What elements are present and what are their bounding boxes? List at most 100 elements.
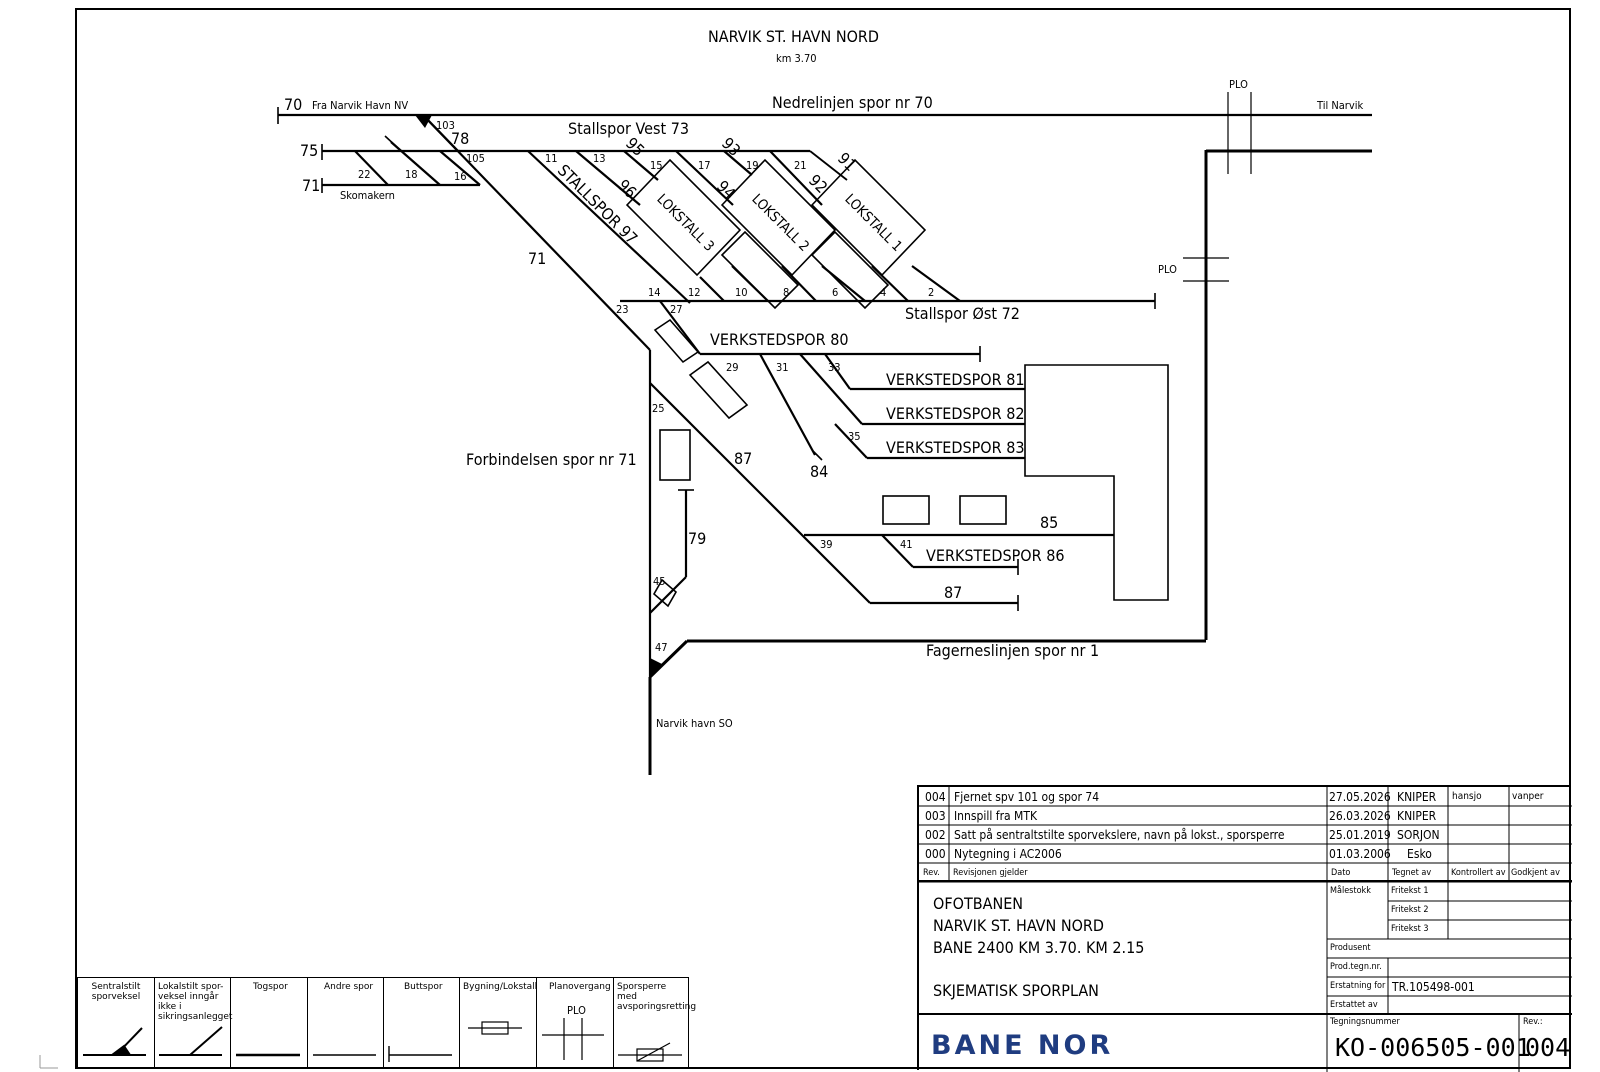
verkstedspor-82-label: VERKSTEDSPOR 82 (886, 404, 1025, 423)
switch-2: 2 (928, 286, 935, 299)
track-number-79: 79 (688, 529, 707, 548)
legend-togspor: Togspor (231, 978, 308, 1068)
legend-lokalstilt: Lokalstilt spor- veksel inngår ikke i si… (155, 978, 232, 1068)
plo-top-label: PLO (1229, 78, 1248, 91)
switch-25: 25 (652, 402, 665, 415)
switch-14: 14 (648, 286, 661, 299)
switch-23: 23 (616, 303, 629, 316)
skomakern-label: Skomakern (340, 189, 395, 202)
track-number-84: 84 (810, 462, 829, 481)
rev-row-1-by: KNIPER (1397, 790, 1437, 804)
switch-33: 33 (828, 361, 841, 374)
switch-12: 12 (688, 286, 701, 299)
title-block-grid (919, 787, 1572, 1072)
fritekst-1-label: Fritekst 1 (1391, 886, 1429, 896)
tracks (277, 92, 1372, 775)
rev-header-rev: Rev. (923, 868, 940, 878)
switch-103-marker (415, 115, 432, 128)
tegningsnummer-label: Tegningsnummer (1330, 1017, 1400, 1027)
switch-11: 11 (545, 152, 558, 165)
buildings (625, 158, 1169, 608)
rev-header-drawn: Tegnet av (1392, 868, 1432, 878)
forbindelsen-label: Forbindelsen spor nr 71 (466, 450, 637, 469)
switch-41: 41 (900, 538, 913, 551)
track-number-78: 78 (451, 129, 470, 148)
verkstedspor-83-label: VERKSTEDSPOR 83 (886, 438, 1025, 457)
switch-47: 47 (655, 641, 668, 654)
title-line-2: NARVIK ST. HAVN NORD (933, 916, 1105, 935)
title-block: 004 Fjernet spv 101 og spor 74 27.05.202… (917, 785, 1572, 1072)
drawing-title: NARVIK ST. HAVN NORD (708, 27, 880, 46)
fra-narvik-label: Fra Narvik Havn NV (312, 99, 409, 112)
track-number-75: 75 (300, 141, 319, 160)
rev-row-1-date: 27.05.2026 (1329, 790, 1391, 804)
switch-19: 19 (746, 159, 759, 172)
rev-row-1-text: Fjernet spv 101 og spor 74 (954, 790, 1100, 804)
rev-row-2-date: 26.03.2026 (1329, 809, 1391, 823)
legend-symbols (83, 1018, 682, 1062)
verkstedspor-86-label: VERKSTEDSPOR 86 (926, 546, 1065, 565)
switch-17: 17 (698, 159, 711, 172)
title-line-3: BANE 2400 KM 3.70. KM 2.15 (933, 938, 1145, 957)
switch-21: 21 (794, 159, 807, 172)
switch-103: 103 (436, 119, 455, 132)
switch-15: 15 (650, 159, 663, 172)
switch-22: 22 (358, 168, 371, 181)
erstatning-value: TR.105498-001 (1392, 980, 1475, 994)
fritekst-2-label: Fritekst 2 (1391, 905, 1429, 915)
til-narvik-label: Til Narvik (1317, 99, 1364, 112)
legend: Sentralstilt sporveksel Lokalstilt spor-… (77, 977, 697, 1068)
rev-row-4-by: Esko (1407, 847, 1432, 861)
verkstedspor-81-label: VERKSTEDSPOR 81 (886, 370, 1025, 389)
track-number-87-lower: 87 (944, 583, 963, 602)
rev-header-approved: Godkjent av (1511, 868, 1560, 878)
rev-row-4-rev: 000 (925, 847, 946, 861)
track-number-87: 87 (734, 449, 753, 468)
switch-13: 13 (593, 152, 606, 165)
rev-row-4-text: Nytegning i AC2006 (954, 847, 1062, 861)
rev-header-date: Dato (1331, 868, 1351, 878)
switch-18: 18 (405, 168, 418, 181)
verkstedspor-80-label: VERKSTEDSPOR 80 (710, 330, 849, 349)
rev-row-3-text: Satt på sentraltstilte sporvekslere, nav… (954, 828, 1285, 842)
legend-buttspor: Buttspor (384, 978, 460, 1068)
rev-label: Rev.: (1523, 1017, 1543, 1027)
track-number-85: 85 (1040, 513, 1059, 532)
km-marker: km 3.70 (776, 52, 817, 65)
rev-row-1-approved: vanper (1512, 791, 1544, 802)
bane-nor-logo: BANE NOR (931, 1030, 1114, 1061)
stallspor-ost-label: Stallspor Øst 72 (905, 304, 1020, 323)
legend-sporsperre: Sporsperre med avsporingsretting (617, 982, 697, 1012)
narvik-havn-so-label: Narvik havn SO (656, 717, 733, 730)
switch-8: 8 (783, 286, 790, 299)
produsent-label: Produsent (1330, 943, 1371, 953)
rev-header-text: Revisjonen gjelder (953, 868, 1028, 878)
switch-6: 6 (832, 286, 839, 299)
switch-29: 29 (726, 361, 739, 374)
fritekst-3-label: Fritekst 3 (1391, 924, 1429, 934)
rev-row-1-checked: hansjo (1452, 791, 1482, 802)
switch-27: 27 (670, 303, 683, 316)
switch-39: 39 (820, 538, 833, 551)
legend-bygning: Bygning/Lokstall (460, 978, 537, 1068)
plo-right-label: PLO (1158, 263, 1177, 276)
stallspor-vest-label: Stallspor Vest 73 (568, 119, 690, 138)
rev-row-3-by: SORJON (1397, 828, 1440, 842)
erstattet-label: Erstattet av (1330, 1000, 1378, 1010)
switch-35: 35 (848, 430, 861, 443)
drawing-border (75, 8, 1571, 1069)
switch-105: 105 (466, 152, 485, 165)
legend-sentraltstilt: Sentralstilt sporveksel (78, 978, 155, 1068)
switch-4: 4 (880, 286, 887, 299)
switch-10: 10 (735, 286, 748, 299)
malestokk-label: Målestokk (1330, 886, 1371, 896)
switch-47-marker (650, 658, 662, 676)
switch-16: 16 (454, 170, 467, 183)
rev-header-checked: Kontrollert av (1451, 868, 1506, 878)
rev-row-3-rev: 002 (925, 828, 946, 842)
title-line-1: OFOTBANEN (933, 894, 1024, 913)
rev-row-2-by: KNIPER (1397, 809, 1437, 823)
track-number-71-diag: 71 (528, 249, 547, 268)
